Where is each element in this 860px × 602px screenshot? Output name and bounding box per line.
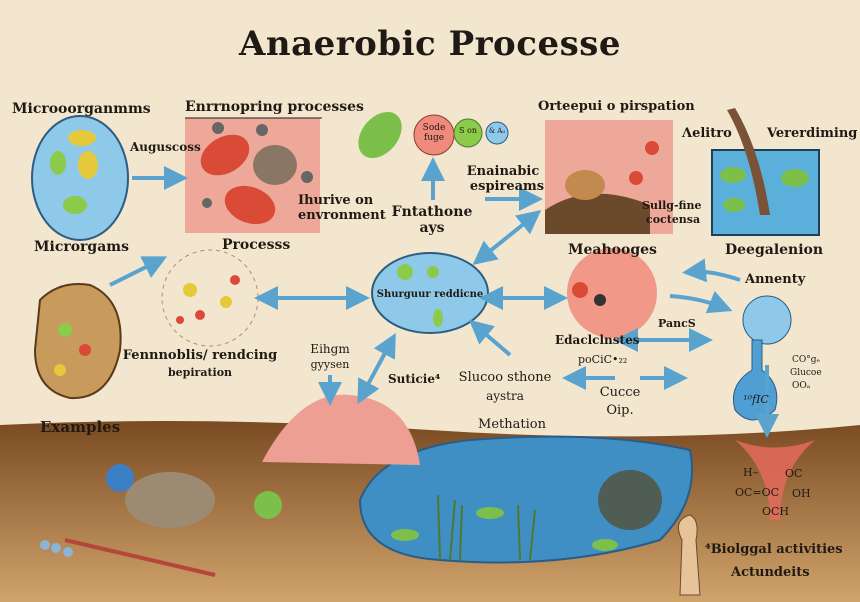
label-circle-red: Sode fuge — [422, 123, 446, 143]
label-gas-3: OOₐ — [792, 381, 811, 391]
label-sulfine-2: coctensa — [646, 213, 701, 226]
lily-pad — [592, 539, 618, 551]
blue-circle — [485, 121, 509, 145]
label-fermentation-2: bepiration — [167, 366, 233, 379]
label-auguscoss: Auguscoss — [130, 140, 201, 154]
arrow — [682, 258, 741, 283]
chem-h: H– — [743, 466, 759, 479]
label-eihgm-1: Eihgm — [310, 342, 350, 356]
arrow — [669, 290, 733, 314]
label-thrive-1: Ihurive on — [298, 193, 374, 208]
red-root-system — [735, 440, 815, 520]
green-bacterium — [358, 111, 402, 159]
label-formula: poCiC•₂₂ — [578, 353, 628, 366]
label-flask: ¹⁰fIC — [743, 393, 769, 406]
label-vererdiming: Vererdiming — [767, 126, 858, 141]
label-methation: Methation — [478, 417, 546, 432]
label-suticie: Suticie⁴ — [388, 372, 441, 386]
rock — [598, 470, 662, 530]
microbe-blue — [106, 464, 134, 492]
stone — [125, 472, 215, 528]
label-glucose-1: Slucoo sthone — [458, 370, 552, 385]
label-aelitro: Λelitro — [682, 126, 732, 141]
label-gas-2: Glucoe — [790, 368, 822, 378]
label-fntathone-2: ays — [419, 220, 445, 236]
label-microorganisms-bottom: Microrgams — [34, 239, 129, 255]
microorganism-cell — [31, 115, 129, 241]
label-circle-blue: & A₀ — [488, 127, 506, 135]
label-glucose-2: aystra — [486, 389, 524, 403]
red-cell — [567, 248, 657, 338]
fermentation-cluster — [161, 249, 259, 347]
human-figure — [677, 514, 701, 596]
arrow — [472, 210, 542, 265]
lily-pad — [391, 529, 419, 541]
label-cucce-1: Cucce — [599, 385, 641, 400]
label-environment-processes: Enrrnopring processes — [185, 99, 364, 115]
root — [64, 538, 216, 577]
chem-oh: OH — [792, 487, 811, 500]
label-fntathone-1: Fntathone — [391, 204, 473, 220]
label-central-cell: Shurguur reddicne — [376, 289, 484, 300]
microbe-green — [254, 491, 282, 519]
label-circle-green: S on — [459, 126, 477, 135]
label-fermentation-1: Fennnoblis/ rendcing — [122, 348, 278, 363]
label-respiration: Orteepui o pirspation — [538, 99, 695, 114]
label-enainabic-1: Enainabic — [466, 164, 540, 179]
examples-blob — [33, 283, 122, 400]
arrow — [357, 332, 396, 405]
label-annenty: Annenty — [745, 272, 806, 287]
label-actundeits: Actundeits — [731, 565, 810, 580]
branch — [727, 108, 770, 215]
green-circle — [453, 118, 483, 148]
chem-ococ: OC=OC — [735, 486, 780, 499]
flask — [732, 339, 778, 421]
label-process: Processs — [222, 237, 291, 253]
label-pancs: PancS — [658, 317, 696, 330]
label-deegalenion: Deegalenion — [725, 242, 824, 258]
label-enainabic-2: espireams — [469, 179, 545, 194]
label-meahooges: Meahooges — [568, 242, 657, 258]
arrow — [109, 256, 168, 287]
pond — [358, 435, 693, 564]
chem-oc: OC — [785, 467, 803, 480]
microbe-mound — [262, 394, 420, 465]
label-thrive-2: envronment — [298, 208, 386, 223]
label-biological-activities: ⁴Biolggal activities — [705, 542, 843, 557]
chem-och: OCH — [762, 505, 790, 518]
lily-pad — [476, 507, 504, 519]
label-gas-1: CO°gₑ — [792, 355, 821, 365]
label-edaclclnstes: Edaclclnstes — [555, 333, 640, 347]
label-microorganisms-top: Microoorganmms — [12, 101, 151, 117]
page-title: Anaerobic Processe — [239, 24, 621, 64]
blue-sphere — [742, 295, 792, 345]
label-examples: Examples — [40, 418, 121, 436]
label-eihgm-2: gyysen — [310, 358, 350, 371]
arrow — [468, 319, 512, 357]
reeds — [437, 494, 536, 561]
label-sulfine-1: Sullg-fine — [642, 199, 702, 212]
arrows — [109, 157, 779, 438]
label-cucce-2: Oip. — [606, 403, 634, 418]
